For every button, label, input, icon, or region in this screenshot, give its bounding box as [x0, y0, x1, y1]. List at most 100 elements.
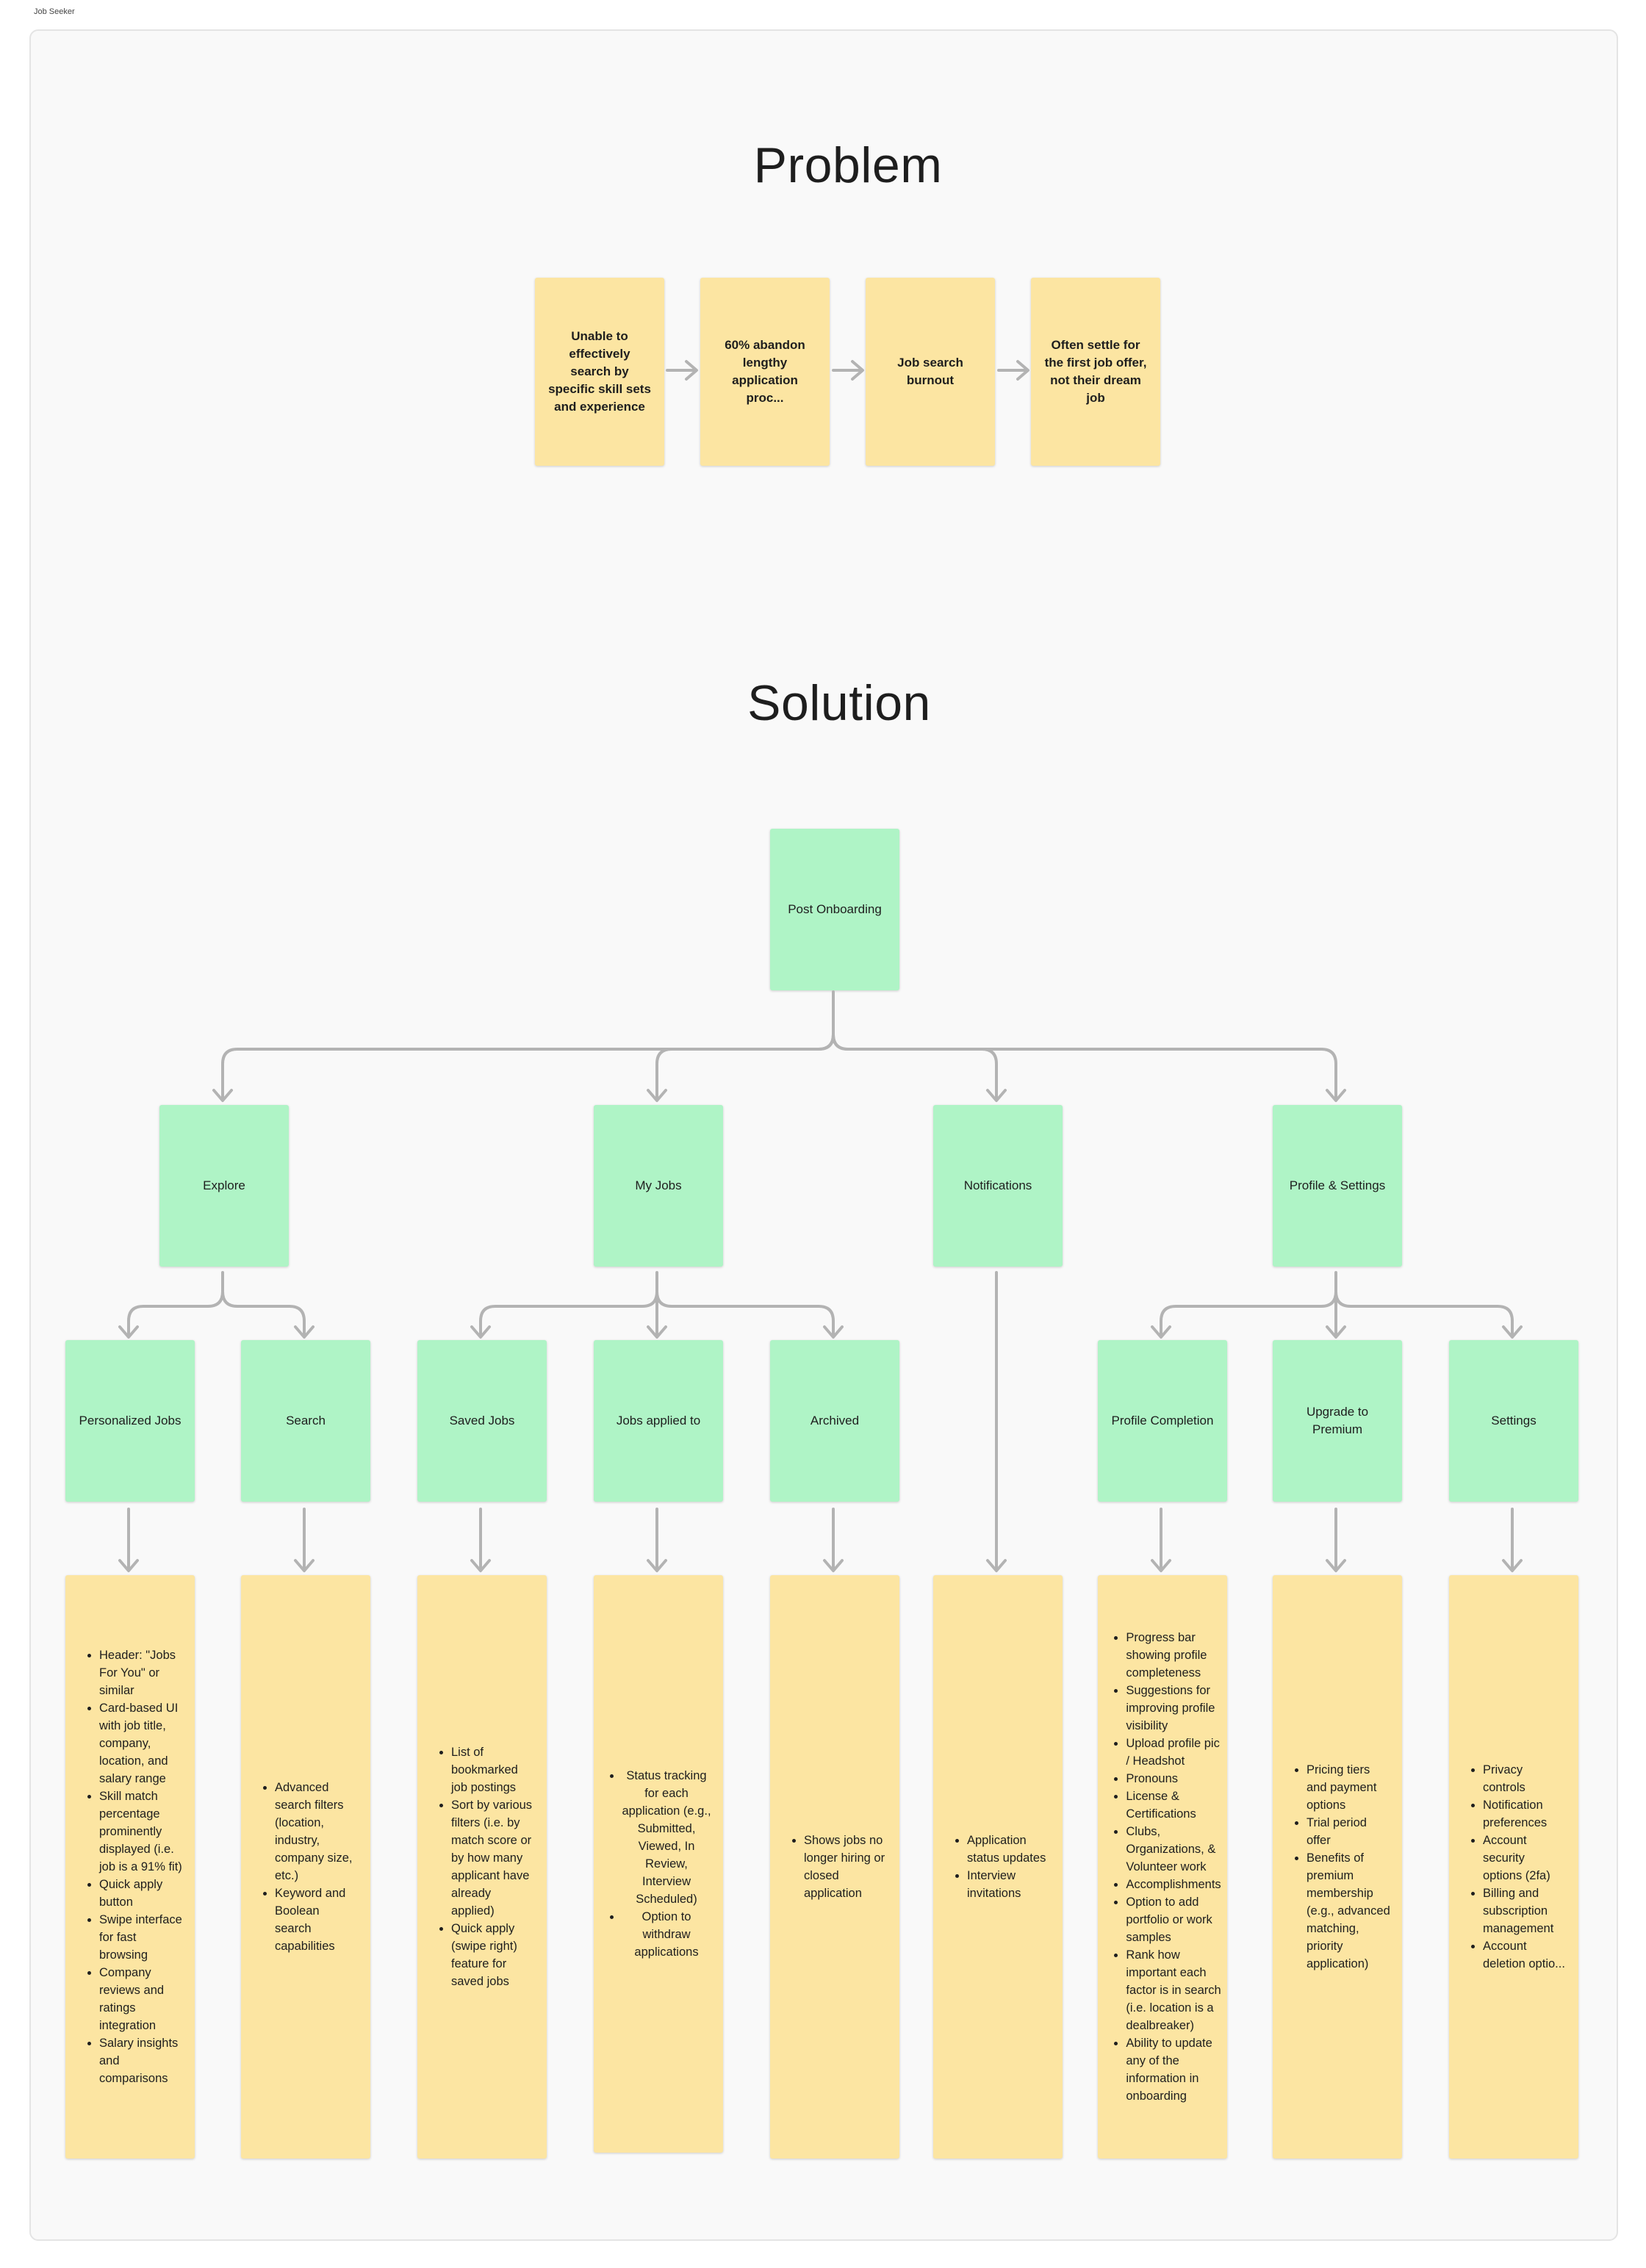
connector-root-profile	[832, 1033, 1346, 1102]
problem-step-1[interactable]: Unable to effectively search by specific…	[535, 278, 664, 466]
problem-step-2-text: 60% abandon lengthy application proc...	[725, 338, 805, 405]
arrow-problem-3-4	[997, 360, 1029, 381]
screen-profile-completion[interactable]: Profile Completion	[1098, 1340, 1227, 1502]
detail-saved-jobs[interactable]: List of bookmarked job postingsSort by v…	[417, 1575, 547, 2159]
detail-settings-list: Privacy controlsNotification preferences…	[1449, 1761, 1578, 1973]
screen-search[interactable]: Search	[241, 1340, 370, 1502]
section-my-jobs-label: My Jobs	[635, 1178, 682, 1192]
connector-explore-personalized	[118, 1271, 224, 1339]
detail-archived-list: Shows jobs no longer hiring or closed ap…	[770, 1832, 899, 1902]
problem-step-3[interactable]: Job search burnout	[866, 278, 995, 466]
solution-heading: Solution	[747, 675, 931, 731]
screen-saved-jobs[interactable]: Saved Jobs	[417, 1340, 547, 1502]
detail-bullet: Sort by various filters (i.e. by match s…	[451, 1796, 535, 1920]
connector-root-my-jobs	[647, 1033, 835, 1102]
detail-bullet: Application status updates	[967, 1832, 1051, 1867]
connector-root-explore	[212, 990, 835, 1102]
problem-step-3-text: Job search burnout	[897, 356, 963, 387]
detail-archived[interactable]: Shows jobs no longer hiring or closed ap…	[770, 1575, 899, 2159]
detail-bullet: Quick apply button	[99, 1876, 183, 1911]
connector-myjobs-archived	[655, 1290, 844, 1339]
connector-settings-detail	[1502, 1508, 1523, 1572]
detail-bullet: Company reviews and ratings integration	[99, 1964, 183, 2034]
detail-bullet: Header: "Jobs For You" or similar	[99, 1646, 183, 1699]
detail-bullet: Benefits of premium membership (e.g., ad…	[1307, 1849, 1390, 1973]
detail-bullet: Shows jobs no longer hiring or closed ap…	[804, 1832, 888, 1902]
section-my-jobs[interactable]: My Jobs	[594, 1105, 723, 1267]
detail-bullet: Trial period offer	[1307, 1814, 1390, 1849]
root-label: Post Onboarding	[788, 902, 882, 916]
detail-notifications-list: Application status updatesInterview invi…	[933, 1832, 1063, 1902]
detail-saved-jobs-list: List of bookmarked job postingsSort by v…	[417, 1743, 547, 1990]
screen-personalized-jobs[interactable]: Personalized Jobs	[65, 1340, 195, 1502]
detail-search[interactable]: Advanced search filters (location, indus…	[241, 1575, 370, 2159]
detail-bullet: Interview invitations	[967, 1867, 1051, 1902]
screen-search-label: Search	[286, 1414, 326, 1428]
detail-bullet: Salary insights and comparisons	[99, 2034, 183, 2087]
connector-premium-detail	[1326, 1508, 1346, 1572]
screen-settings-label: Settings	[1491, 1414, 1537, 1428]
detail-upgrade-premium[interactable]: Pricing tiers and payment optionsTrial p…	[1273, 1575, 1402, 2159]
detail-bullet: Option to add portfolio or work samples	[1126, 1893, 1221, 1946]
detail-bullet: Account deletion optio...	[1483, 1937, 1567, 1973]
screen-archived-label: Archived	[810, 1414, 860, 1428]
detail-bullet: Notification preferences	[1483, 1796, 1567, 1832]
root-post-onboarding[interactable]: Post Onboarding	[770, 829, 899, 990]
section-explore[interactable]: Explore	[159, 1105, 289, 1267]
detail-bullet: Ability to update any of the information…	[1126, 2034, 1221, 2105]
detail-bullet: Upload profile pic / Headshot	[1126, 1735, 1221, 1770]
detail-bullet: Accomplishments	[1126, 1876, 1221, 1893]
detail-bullet: Card-based UI with job title, company, l…	[99, 1699, 183, 1788]
connector-explore-search	[221, 1290, 315, 1339]
problem-step-2[interactable]: 60% abandon lengthy application proc...	[700, 278, 830, 466]
detail-bullet: License & Certifications	[1126, 1788, 1221, 1823]
detail-bullet: Skill match percentage prominently displ…	[99, 1788, 183, 1876]
screen-settings[interactable]: Settings	[1449, 1340, 1578, 1502]
detail-personalized-jobs[interactable]: Header: "Jobs For You" or similarCard-ba…	[65, 1575, 195, 2159]
detail-bullet: Pronouns	[1126, 1770, 1221, 1788]
section-profile-settings-label: Profile & Settings	[1289, 1178, 1386, 1192]
screen-jobs-applied-to[interactable]: Jobs applied to	[594, 1340, 723, 1502]
detail-bullet: Suggestions for improving profile visibi…	[1126, 1682, 1221, 1735]
problem-step-1-text: Unable to effectively search by specific…	[548, 329, 651, 414]
detail-jobs-applied-to[interactable]: Status tracking for each application (e.…	[594, 1575, 723, 2153]
section-notifications[interactable]: Notifications	[933, 1105, 1063, 1267]
detail-bullet: Progress bar showing profile completenes…	[1126, 1629, 1221, 1682]
detail-bullet: Status tracking for each application (e.…	[622, 1767, 711, 1908]
connector-profile-completion-detail	[1151, 1508, 1171, 1572]
detail-profile-completion[interactable]: Progress bar showing profile completenes…	[1098, 1575, 1227, 2159]
section-explore-label: Explore	[203, 1178, 245, 1192]
screen-profile-completion-label: Profile Completion	[1111, 1414, 1214, 1428]
connector-applied-detail	[647, 1508, 667, 1572]
screen-upgrade-premium-label: Upgrade to Premium	[1306, 1405, 1369, 1436]
detail-bullet: Clubs, Organizations, & Volunteer work	[1126, 1823, 1221, 1876]
screen-upgrade-premium[interactable]: Upgrade to Premium	[1273, 1340, 1402, 1502]
connector-notifications-detail	[986, 1271, 1007, 1572]
problem-step-4[interactable]: Often settle for the first job offer, no…	[1031, 278, 1160, 466]
section-notifications-label: Notifications	[963, 1178, 1032, 1192]
detail-notifications[interactable]: Application status updatesInterview invi…	[933, 1575, 1063, 2159]
detail-bullet: Rank how important each factor is in sea…	[1126, 1946, 1221, 2034]
detail-bullet: Privacy controls	[1483, 1761, 1567, 1796]
problem-heading: Problem	[753, 137, 943, 193]
section-profile-settings[interactable]: Profile & Settings	[1273, 1105, 1402, 1267]
connector-myjobs-saved	[470, 1271, 658, 1339]
detail-bullet: List of bookmarked job postings	[451, 1743, 535, 1796]
detail-bullet: Option to withdraw applications	[622, 1908, 711, 1961]
detail-bullet: Keyword and Boolean search capabilities	[275, 1884, 359, 1955]
detail-bullet: Swipe interface for fast browsing	[99, 1911, 183, 1964]
connector-search-detail	[294, 1508, 315, 1572]
problem-step-4-text: Often settle for the first job offer, no…	[1044, 338, 1147, 405]
detail-bullet: Pricing tiers and payment options	[1307, 1761, 1390, 1814]
connector-personalized-detail	[118, 1508, 139, 1572]
arrow-problem-1-2	[666, 360, 698, 381]
screen-personalized-jobs-label: Personalized Jobs	[79, 1414, 182, 1428]
detail-profile-completion-list: Progress bar showing profile completenes…	[1092, 1629, 1232, 2105]
connector-root-notifications	[832, 1033, 1007, 1102]
screen-archived[interactable]: Archived	[770, 1340, 899, 1502]
job-seeker-frame: Problem Solution Unable to effectively s…	[29, 29, 1618, 2241]
connector-saved-detail	[470, 1508, 491, 1572]
screen-jobs-applied-to-label: Jobs applied to	[616, 1414, 701, 1428]
detail-settings[interactable]: Privacy controlsNotification preferences…	[1449, 1575, 1578, 2159]
